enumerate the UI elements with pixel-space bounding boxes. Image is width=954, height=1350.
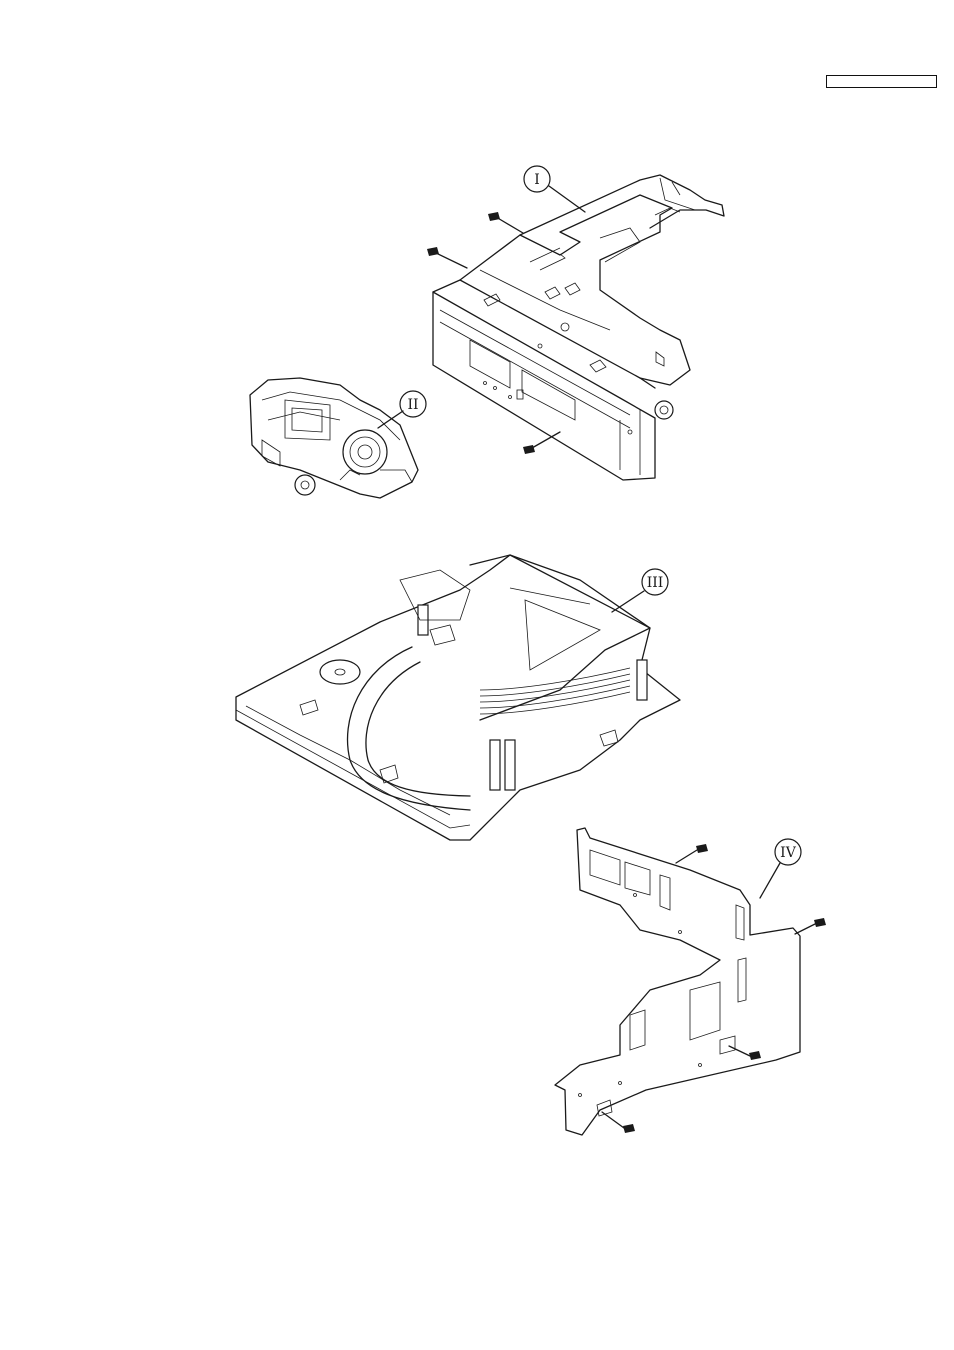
screw-icon <box>488 212 523 233</box>
callout-iii-label: III <box>647 575 664 591</box>
screw-icon <box>602 1112 635 1133</box>
callout-iv: IV <box>760 839 801 898</box>
callout-iv-label: IV <box>780 845 797 861</box>
part-iii-chassis: III <box>236 555 680 840</box>
callout-i: I <box>524 166 585 212</box>
callout-ii: II <box>378 391 426 428</box>
screw-icon <box>676 844 708 863</box>
part-iv-side-panel: IV <box>555 828 826 1135</box>
screw-icon <box>427 247 467 268</box>
part-ii-pickup-assembly: II <box>250 378 426 498</box>
screw-icon <box>795 918 826 934</box>
callout-iii: III <box>612 569 668 612</box>
callout-ii-label: II <box>407 397 418 413</box>
screw-icon <box>523 432 560 454</box>
callout-i-label: I <box>534 172 540 188</box>
screw-icon <box>729 1046 761 1060</box>
part-i-frame-assembly: I <box>427 166 724 480</box>
